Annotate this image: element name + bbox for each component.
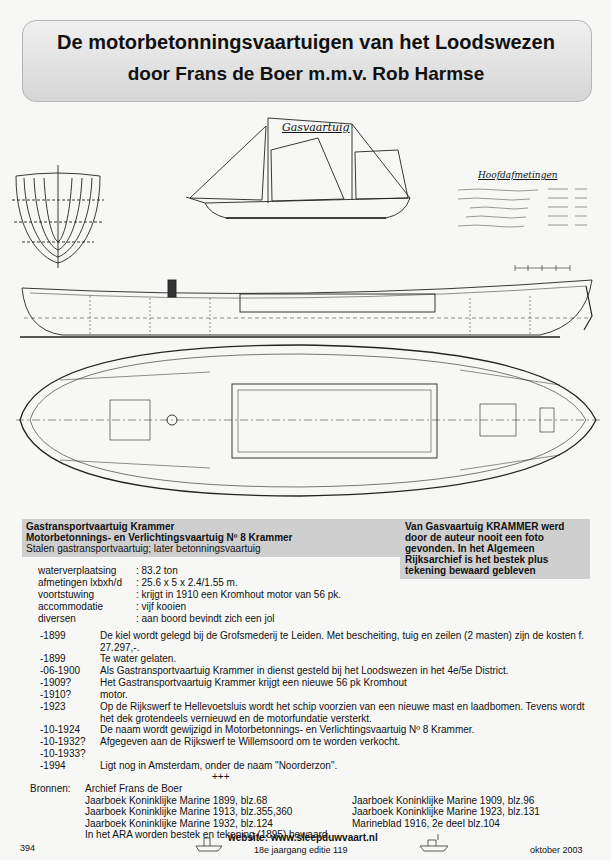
- history-date: -10-1933?: [40, 748, 86, 760]
- history-text: De kiel wordt gelegd bij de Grofsmederij…: [100, 630, 588, 653]
- sail-plan: [186, 118, 410, 218]
- history-text: Afgegeven aan de Rijkswerf te Willemsoor…: [100, 736, 588, 748]
- body-plan: [12, 165, 104, 268]
- table-cell: voortstuwing: [38, 589, 94, 601]
- source: Jaarboek Koninklijke Marine 1923, blz.13…: [352, 806, 540, 818]
- table-cell: afmetingen lxbxh/d: [38, 577, 122, 589]
- history-text: Op de Rijkswerf te Hellevoetsluis wordt …: [100, 701, 588, 724]
- history-text: Te water gelaten.: [100, 653, 588, 665]
- note: Van Gasvaartuig KRAMMER werd door de aut…: [405, 521, 588, 576]
- history-date: -1910?: [40, 689, 71, 701]
- sources-heading: Bronnen:: [30, 783, 71, 795]
- page-title: De motorbetonningsvaartuigen van het Loo…: [22, 30, 590, 54]
- history-date: -1909?: [40, 677, 71, 689]
- table-cell: waterverplaatsing: [38, 565, 116, 577]
- source: Jaarboek Koninklijke Marine 1932, blz.12…: [85, 818, 273, 830]
- history-date: -10-1932?: [40, 736, 86, 748]
- separator: +++: [212, 771, 230, 783]
- source: Archief Frans de Boer: [85, 783, 182, 795]
- source: Jaarboek Koninklijke Marine 1913, blz.35…: [85, 806, 292, 818]
- history-date: -06-1900: [40, 665, 80, 677]
- history-date: -1899: [40, 653, 66, 665]
- page-number: 394: [20, 843, 35, 855]
- website: website: www.sleepduwvaart.nl: [228, 832, 378, 844]
- drawing-title: Gasvaartuig: [282, 122, 350, 134]
- profile-elevation: [20, 280, 592, 337]
- plan-view: [16, 345, 600, 496]
- dimension-table: [458, 189, 587, 271]
- source: Jaarboek Koninklijke Marine 1899, blz.68: [85, 795, 267, 807]
- source: Marineblad 1916, 2e deel blz.104: [352, 818, 500, 830]
- table-cell: : aan boord bevindt zich een jol: [136, 613, 274, 625]
- history-text: Ligt nog in Amsterdam, onder de naam "No…: [100, 760, 588, 772]
- issue-date: oktober 2003: [530, 845, 583, 857]
- history-date: -1994: [40, 760, 66, 772]
- table-heading: Hoofdafmetingen: [478, 170, 558, 182]
- vessel-type: Stalen gastransportvaartuig; later beton…: [26, 543, 261, 555]
- vessel-name: Motorbetonnings- en Verlichtingsvaartuig…: [26, 532, 292, 544]
- source: Jaarboek Koninklijke Marine 1909, blz.96: [352, 795, 534, 807]
- history-date: -1923: [40, 701, 66, 713]
- edition: 18e jaargang editie 119: [254, 845, 347, 857]
- history-text: De naam wordt gewijzigd in Motorbetonnin…: [100, 724, 588, 736]
- vessel-name: Gastransportvaartuig Krammer: [26, 521, 174, 533]
- table-cell: : 83.2 ton: [136, 565, 178, 577]
- table-cell: diversen: [38, 613, 76, 625]
- table-cell: accommodatie: [38, 601, 103, 613]
- history-text: motor.: [100, 689, 588, 701]
- table-cell: : vijf kooien: [136, 601, 186, 613]
- history-text: Het Gastransportvaartuig Krammer krijgt …: [100, 677, 588, 689]
- history-date: -1899: [40, 630, 66, 642]
- history-date: -10-1924: [40, 724, 80, 736]
- table-cell: : 25.6 x 5 x 2.4/1.55 m.: [136, 577, 238, 589]
- byline: door Frans de Boer m.m.v. Rob Harmse: [22, 62, 590, 85]
- history-text: Als Gastransportvaartuig Krammer in dien…: [100, 665, 588, 677]
- table-cell: : krijgt in 1910 een Kromhout motor van …: [136, 589, 341, 601]
